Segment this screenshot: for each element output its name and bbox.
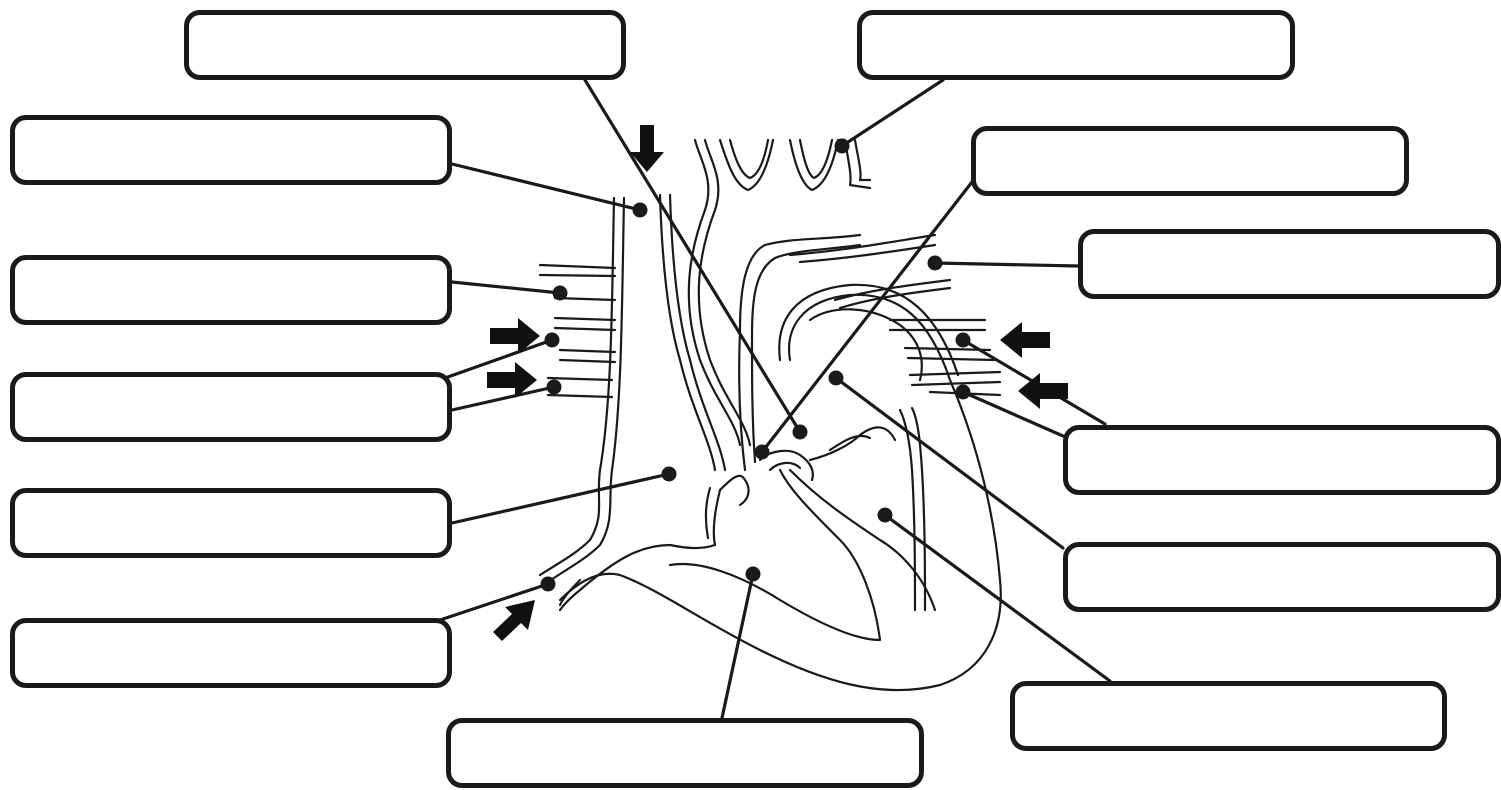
pointer-dot xyxy=(540,576,556,592)
leader-right-3b xyxy=(961,390,1065,438)
label-box-top-center[interactable] xyxy=(184,10,626,80)
leader-top-center xyxy=(583,78,802,434)
label-box-top-right[interactable] xyxy=(857,10,1295,80)
label-box-left-2[interactable] xyxy=(10,255,452,325)
leader-top-right xyxy=(840,78,945,148)
arrow-down-icon xyxy=(630,125,664,172)
pointer-dot xyxy=(834,138,850,154)
flow-arrows xyxy=(487,125,1068,641)
heart-outline xyxy=(538,138,1002,692)
arrow-left-icon xyxy=(1000,322,1050,358)
pointer-dot xyxy=(546,379,562,395)
leader-bottom-center xyxy=(720,572,755,720)
leader-left-3a xyxy=(443,338,554,380)
leader-left-1 xyxy=(450,162,642,212)
leader-right-4 xyxy=(834,376,1065,550)
label-box-right-5[interactable] xyxy=(1010,681,1447,751)
label-box-right-1[interactable] xyxy=(971,126,1409,196)
pointer-dot xyxy=(955,332,971,348)
label-box-left-5[interactable] xyxy=(10,618,452,688)
pointer-dot xyxy=(544,332,560,348)
label-box-left-1[interactable] xyxy=(10,115,452,185)
leader-right-2 xyxy=(933,261,1080,268)
pointer-dot xyxy=(877,507,893,523)
arrow-up-right-icon xyxy=(493,600,535,641)
leader-left-5 xyxy=(438,582,550,622)
pointer-dot xyxy=(754,444,770,460)
leader-left-3b xyxy=(450,385,556,412)
pointer-dot xyxy=(745,566,761,582)
pointer-dot xyxy=(927,255,943,271)
leader-lines xyxy=(438,78,1112,720)
leader-left-2 xyxy=(450,280,562,295)
leader-dots xyxy=(540,138,971,592)
label-box-left-4[interactable] xyxy=(10,488,452,558)
pointer-dot xyxy=(661,466,677,482)
pointer-dot xyxy=(552,285,568,301)
pointer-dot xyxy=(828,370,844,386)
label-box-right-4[interactable] xyxy=(1063,542,1501,612)
label-box-right-3[interactable] xyxy=(1063,425,1501,495)
arrow-left-icon xyxy=(1018,373,1068,409)
pointer-dot xyxy=(792,424,808,440)
arrow-right-icon xyxy=(487,362,537,398)
leader-left-4 xyxy=(450,472,671,525)
label-box-bottom-center[interactable] xyxy=(446,718,924,788)
leader-right-5 xyxy=(883,513,1112,683)
pointer-dot xyxy=(955,384,971,400)
leader-right-1 xyxy=(760,180,974,454)
arrow-right-icon xyxy=(490,318,540,354)
label-box-right-2[interactable] xyxy=(1078,229,1501,299)
label-box-left-3[interactable] xyxy=(10,372,452,442)
pointer-dot xyxy=(632,202,648,218)
